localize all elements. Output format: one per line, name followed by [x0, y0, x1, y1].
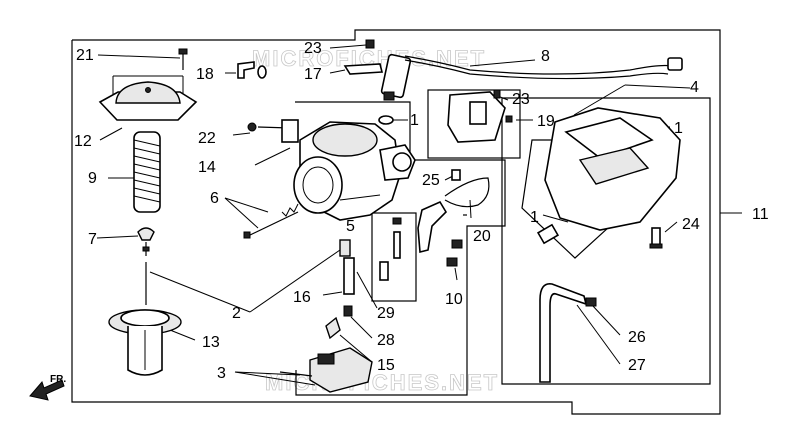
front-direction-label: FR. [50, 374, 66, 385]
carburetor-body [293, 121, 416, 221]
callout-23b: 23 [512, 91, 530, 108]
callout-6: 6 [210, 190, 219, 207]
auto-choke-8 [343, 39, 683, 101]
callout-21: 21 [76, 47, 94, 64]
callout-17: 17 [304, 66, 322, 83]
callout-18: 18 [196, 66, 214, 83]
callout-29: 29 [377, 305, 395, 322]
callout-11: 11 [752, 206, 769, 223]
carb-top-cap-12 [98, 81, 198, 121]
float-bowl-frame [501, 97, 711, 385]
screw-spring-6 [243, 203, 299, 239]
screw-21 [178, 48, 188, 70]
o-ring-1a [378, 115, 394, 125]
jets-group [325, 217, 402, 340]
watermark-bottom: MICROFICHES.NET [265, 370, 499, 395]
inner-assembly-frame [295, 101, 506, 396]
float-15 [279, 347, 373, 393]
throttle-stop-22 [247, 119, 299, 143]
callout-19: 19 [537, 113, 555, 130]
vacuum-piston-13 [108, 309, 182, 376]
callout-27: 27 [628, 357, 646, 374]
jet-group-bracket [371, 212, 417, 302]
callout-15: 15 [377, 357, 395, 374]
callout-26: 26 [628, 329, 646, 346]
spring-9 [133, 131, 161, 213]
callout-1a: 1 [410, 112, 419, 129]
hose-bracket-20 [417, 169, 490, 254]
callout-24: 24 [682, 216, 700, 233]
callout-16: 16 [293, 289, 311, 306]
callout-22: 22 [198, 130, 216, 147]
callout-4: 4 [690, 79, 699, 96]
front-direction-arrow-icon: FR. [29, 374, 66, 401]
callout-28: 28 [377, 332, 395, 349]
fuel-cutoff-bracket [427, 89, 521, 159]
callout-labels: 21 18 23 17 8 4 23 19 1 1 1 12 22 14 9 2… [74, 40, 769, 382]
screws-10 [446, 239, 463, 267]
callout-8: 8 [541, 48, 550, 65]
callout-14: 14 [198, 159, 216, 176]
hose-18 [237, 61, 267, 79]
callout-3: 3 [217, 365, 226, 382]
leader-lines [96, 44, 742, 386]
callout-10: 10 [445, 291, 463, 308]
drain-hose-27 [539, 283, 597, 383]
callout-5: 5 [346, 218, 355, 235]
float-bowl-4 [536, 107, 681, 245]
callout-9: 9 [88, 170, 97, 187]
fuel-cutoff-valve-19 [447, 89, 513, 143]
main-frame [71, 29, 721, 415]
callout-13: 13 [202, 334, 220, 351]
callout-2: 2 [232, 305, 241, 322]
callout-20: 20 [473, 228, 491, 245]
callout-7: 7 [88, 231, 97, 248]
callout-1c: 1 [530, 209, 539, 226]
callout-23a: 23 [304, 40, 322, 57]
callout-25: 25 [422, 172, 440, 189]
drain-screw-24 [649, 227, 663, 249]
needle-clip-7 [137, 227, 155, 256]
callout-1b: 1 [674, 120, 683, 137]
callout-12: 12 [74, 133, 92, 150]
